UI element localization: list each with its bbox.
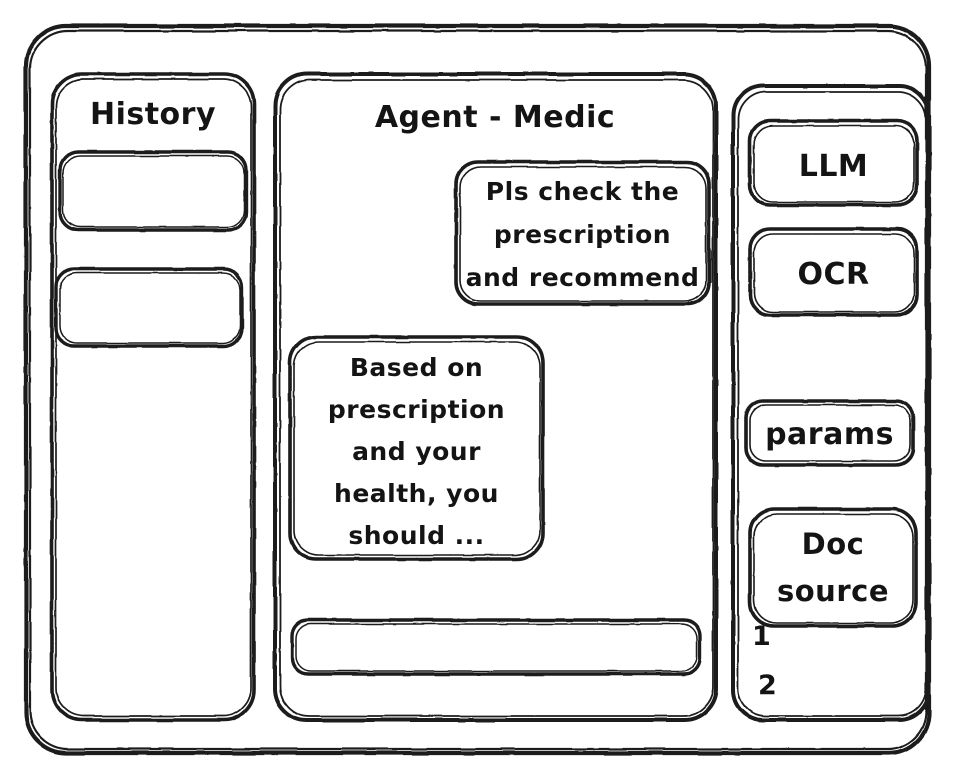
history-item-1[interactable] — [60, 152, 246, 230]
tool-button-llm-label: LLM — [798, 149, 869, 184]
doc-source-entry-1[interactable]: 1 — [752, 621, 772, 652]
tool-button-ocr-label: OCR — [797, 257, 870, 292]
history-item-2[interactable] — [56, 269, 242, 346]
message-assistant-line-3: and your — [352, 437, 481, 466]
doc-source-label-line-1: Doc — [801, 527, 865, 561]
message-assistant-line-1: Based on — [349, 353, 484, 382]
message-user-line-3: and recommend — [465, 263, 700, 292]
message-user-line-2: prescription — [493, 220, 672, 249]
doc-source-entry-2[interactable]: 2 — [758, 670, 778, 701]
message-assistant-line-5: should ... — [348, 521, 485, 550]
tool-button-params-label: params — [765, 417, 894, 452]
page-title: Agent - Medic — [374, 100, 616, 135]
message-assistant-line-2: prescription — [327, 395, 506, 424]
doc-source-label-line-2: source — [777, 574, 889, 608]
message-input[interactable] — [292, 620, 700, 674]
sidebar-left-title: History — [89, 97, 217, 132]
message-assistant-line-4: health, you — [334, 479, 499, 508]
message-user-line-1: Pls check the — [485, 177, 680, 206]
